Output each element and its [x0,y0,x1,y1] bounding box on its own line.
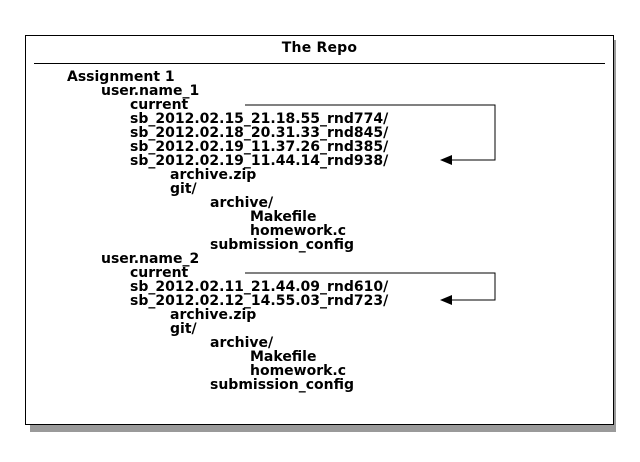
submission-config-file: submission_config [210,237,355,253]
assignment-folder: Assignment 1 [67,69,175,85]
user-folder-2: user.name_2 [101,251,200,267]
git-folder: git/ [170,321,197,337]
archive-zip-file: archive.zip [170,167,257,183]
makefile-file: Makefile [250,349,317,365]
git-folder: git/ [170,181,197,197]
submission-folder: sb_2012.02.12_14.55.03_rnd723/ [130,293,389,309]
current-link-2: current [130,265,189,281]
archive-zip-file: archive.zip [170,307,257,323]
submission-config-file: submission_config [210,377,355,393]
homework-c-file: homework.c [250,363,347,379]
homework-c-file: homework.c [250,223,347,239]
makefile-file: Makefile [250,209,317,225]
diagram-frame: The Repo [25,35,614,425]
submission-folder: sb_2012.02.19_11.44.14_rnd938/ [130,153,389,169]
current-link-arrow-1 [245,104,496,165]
title-divider [34,63,605,64]
archive-folder: archive/ [210,335,274,351]
current-link-arrow-2 [245,272,496,305]
submission-folder: sb_2012.02.11_21.44.09_rnd610/ [130,279,389,295]
submission-folder: sb_2012.02.19_11.37.26_rnd385/ [130,139,389,155]
submission-folder: sb_2012.02.15_21.18.55_rnd774/ [130,111,389,127]
diagram-title: The Repo [281,40,358,56]
user-folder-1: user.name_1 [101,83,200,99]
archive-folder: archive/ [210,195,274,211]
current-link-1: current [130,97,189,113]
submission-folder: sb_2012.02.18_20.31.33_rnd845/ [130,125,389,141]
